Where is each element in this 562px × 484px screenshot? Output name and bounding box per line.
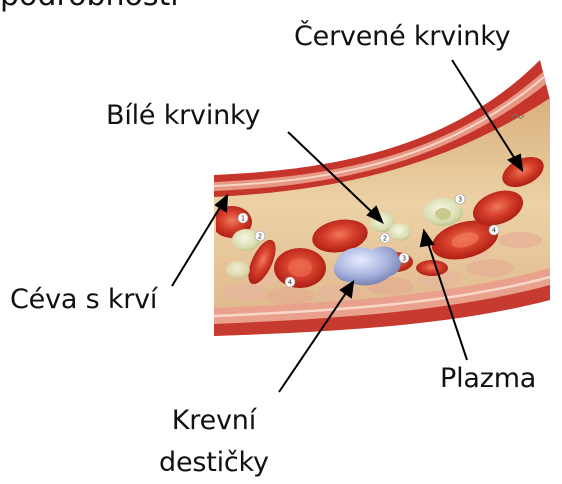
label-plasma: Plazma: [440, 362, 536, 396]
label-white-blood-cells: Bílé krvinky: [106, 99, 260, 133]
marker-2b: 2: [383, 235, 387, 243]
marker-4b: 4: [288, 279, 293, 287]
marker-3a: 3: [402, 255, 406, 263]
label-platelets: Krevní destičky: [159, 400, 269, 484]
label-platelets-line1: Krevní: [159, 400, 269, 442]
label-platelets-line2: destičky: [159, 442, 269, 484]
marker-4a: 4: [492, 227, 497, 235]
marker-1: 1: [241, 215, 245, 223]
label-blood-vessel: Céva s krví: [10, 283, 157, 317]
label-red-blood-cells: Červené krvinky: [294, 20, 510, 54]
marker-2a: 2: [258, 233, 262, 241]
marker-3b: 3: [458, 196, 462, 204]
